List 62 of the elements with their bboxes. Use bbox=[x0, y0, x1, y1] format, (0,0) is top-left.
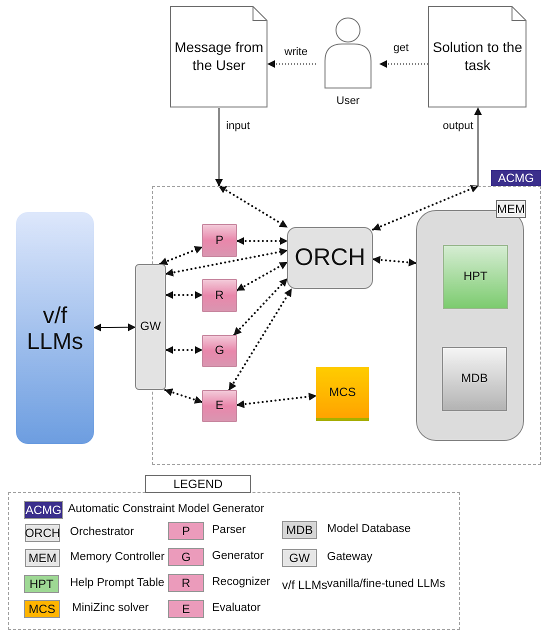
edge-label: output bbox=[440, 120, 476, 132]
legend-text: Help Prompt Table bbox=[70, 577, 164, 589]
legend-swatch: ACMG bbox=[24, 501, 63, 519]
edge-label: input bbox=[224, 120, 252, 132]
arrow bbox=[372, 256, 417, 266]
agent-box: E bbox=[202, 390, 237, 422]
legend-text: Parser bbox=[212, 524, 246, 536]
legend-swatch: GW bbox=[282, 549, 317, 567]
system-tag: ACMG bbox=[491, 170, 541, 186]
legend-text: Orchestrator bbox=[70, 526, 134, 538]
legend-title: LEGEND bbox=[145, 475, 251, 493]
arrow bbox=[236, 261, 288, 292]
edge-label: get bbox=[391, 42, 411, 54]
database-box: MDB bbox=[442, 347, 507, 411]
abbreviation-text: v/f LLMs bbox=[282, 577, 327, 594]
legend-text: Automatic Constraint Model Generator bbox=[68, 503, 264, 515]
legend-text: Generator bbox=[212, 550, 264, 562]
document-text: Message from the User bbox=[174, 38, 264, 74]
legend-text: vanilla/fine-tuned LLMs bbox=[327, 578, 446, 590]
legend-swatch: MDB bbox=[282, 521, 317, 539]
arrow bbox=[372, 185, 479, 231]
memory-tag: MEM bbox=[496, 200, 526, 218]
arrow bbox=[233, 278, 288, 336]
arrow bbox=[236, 392, 317, 408]
gateway-box: GW bbox=[135, 264, 166, 390]
legend-text: Gateway bbox=[327, 551, 372, 563]
agent-box: R bbox=[202, 279, 237, 312]
legend-swatch: HPT bbox=[24, 575, 59, 593]
arrow bbox=[218, 185, 288, 228]
edge-label: write bbox=[282, 46, 310, 58]
arrow bbox=[267, 60, 316, 68]
arrow bbox=[236, 237, 288, 245]
actor-label: User bbox=[335, 95, 361, 107]
arrow bbox=[93, 323, 136, 332]
document-text: Solution to the task bbox=[432, 38, 524, 74]
agent-box: G bbox=[202, 335, 237, 367]
arrow bbox=[165, 346, 203, 354]
legend-text: Evaluator bbox=[212, 602, 261, 614]
legend-swatch: ORCH bbox=[25, 524, 60, 542]
legend-swatch: MEM bbox=[25, 549, 60, 567]
legend-swatch: E bbox=[168, 600, 204, 618]
legend-text: Memory Controller bbox=[70, 551, 165, 563]
arrow bbox=[164, 388, 203, 404]
agent-box: P bbox=[202, 224, 237, 257]
legend-text: Model Database bbox=[327, 523, 411, 535]
legend-swatch: MCS bbox=[24, 600, 60, 618]
legend-swatch: R bbox=[168, 574, 204, 592]
arrow bbox=[379, 60, 428, 68]
legend-swatch: P bbox=[168, 522, 204, 540]
solver-box: MCS bbox=[316, 367, 369, 421]
orchestrator-box: ORCH bbox=[287, 227, 373, 289]
arrow bbox=[159, 246, 203, 266]
legend-text: Recognizer bbox=[212, 576, 270, 588]
arrow bbox=[165, 291, 203, 299]
model-box: v/f LLMs bbox=[16, 212, 94, 444]
legend-text: MiniZinc solver bbox=[72, 602, 149, 614]
arrow bbox=[165, 248, 288, 276]
arrow bbox=[215, 108, 223, 187]
legend-swatch: G bbox=[168, 548, 204, 566]
table-box: HPT bbox=[443, 245, 508, 309]
arrow bbox=[228, 288, 292, 391]
arrow bbox=[474, 107, 482, 186]
